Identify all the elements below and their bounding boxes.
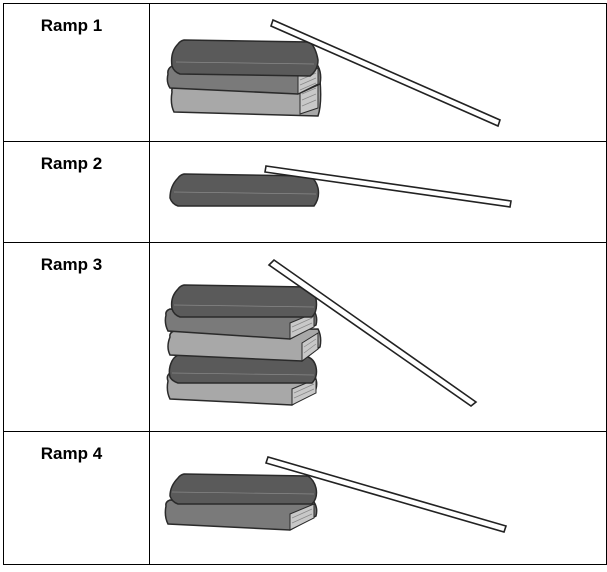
ramp-table: Ramp 1 xyxy=(3,3,607,565)
ramp-2-illustration-cell xyxy=(149,141,607,243)
table-row: Ramp 4 xyxy=(3,431,607,565)
ramp-board xyxy=(264,165,512,208)
ramp-2-label: Ramp 2 xyxy=(40,154,103,173)
ramp-1-illustration-cell xyxy=(149,3,607,142)
ramp-1-illustration xyxy=(166,18,501,128)
ramp-3-illustration-cell xyxy=(149,242,607,432)
ramp-4-illustration xyxy=(164,456,508,533)
ramp-label-cell: Ramp 1 xyxy=(3,3,150,142)
book-icon xyxy=(169,473,318,505)
ramp-label-cell: Ramp 4 xyxy=(3,431,150,565)
book-icon xyxy=(164,499,318,531)
book-icon xyxy=(170,39,319,77)
ramp-board xyxy=(270,18,501,128)
ramp-board xyxy=(264,456,508,533)
ramp-1-label: Ramp 1 xyxy=(40,16,103,35)
book-icon xyxy=(169,173,320,207)
ramp-2-illustration xyxy=(169,165,512,208)
ramp-3-illustration xyxy=(164,258,478,407)
ramp-label-cell: Ramp 3 xyxy=(3,242,150,432)
ramp-label-cell: Ramp 2 xyxy=(3,141,150,243)
table-row: Ramp 2 xyxy=(3,141,607,243)
ramp-3-label: Ramp 3 xyxy=(40,255,103,274)
ramp-4-illustration-cell xyxy=(149,431,607,565)
table-row: Ramp 3 xyxy=(3,242,607,432)
ramp-board xyxy=(267,258,478,407)
table-row: Ramp 1 xyxy=(3,3,607,142)
ramp-4-label: Ramp 4 xyxy=(40,444,103,463)
book-icon xyxy=(170,284,318,318)
